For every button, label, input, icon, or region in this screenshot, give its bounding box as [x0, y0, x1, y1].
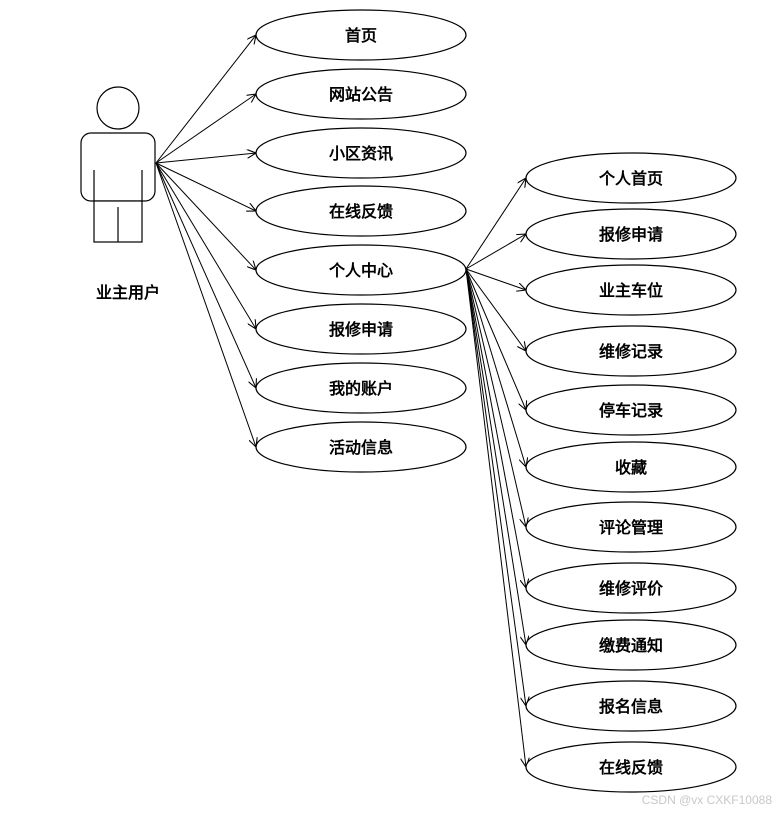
use-case-label: 维修记录 [599, 342, 663, 361]
association-arrow-pc-parking-space [465, 268, 526, 290]
use-case-label: 活动信息 [329, 438, 393, 457]
association-arrow-home [155, 35, 256, 164]
use-case-ellipse [525, 441, 737, 493]
association-arrow-pc-signup-info [465, 268, 526, 706]
use-case-online-feedback: 在线反馈 [255, 185, 467, 237]
association-arrow-community-news [155, 153, 256, 164]
use-case-label: 收藏 [615, 458, 647, 477]
personal-center-use-cases: 个人首页报修申请业主车位维修记录停车记录收藏评论管理维修评价缴费通知报名信息在线… [525, 152, 737, 793]
association-arrow-personal-center [155, 162, 256, 270]
use-case-pc-repair-review: 维修评价 [525, 562, 737, 614]
association-arrow-pc-comment-manage [465, 268, 526, 527]
primary-associations [155, 35, 256, 447]
use-case-label: 维修评价 [599, 579, 664, 598]
actor-body [80, 132, 156, 202]
association-arrow-my-account [155, 162, 256, 388]
association-arrow-pc-repair-apply [465, 234, 526, 270]
use-case-home: 首页 [255, 9, 467, 61]
association-arrow-pc-online-feedback [465, 268, 526, 767]
association-arrow-pc-payment-notice [465, 268, 526, 645]
use-case-pc-repair-record: 维修记录 [525, 325, 737, 377]
use-case-pc-signup-info: 报名信息 [525, 680, 737, 732]
use-case-pc-parking-record: 停车记录 [525, 384, 737, 436]
use-case-ellipse [255, 68, 467, 120]
use-case-label: 报名信息 [599, 697, 663, 716]
use-case-personal-center: 个人中心 [255, 244, 467, 296]
personal-center-associations [465, 178, 526, 767]
use-case-label: 首页 [345, 26, 377, 45]
association-arrow-pc-repair-review [465, 268, 526, 588]
use-case-ellipse [525, 680, 737, 732]
actor-label: 业主用户 [96, 283, 160, 302]
use-case-community-news: 小区资讯 [255, 127, 467, 179]
use-case-label: 我的账户 [329, 379, 393, 398]
use-case-pc-parking-space: 业主车位 [525, 264, 737, 316]
use-case-label: 个人中心 [328, 261, 393, 280]
use-case-label: 小区资讯 [329, 144, 393, 163]
use-case-ellipse [525, 562, 737, 614]
use-case-label: 报修申请 [329, 320, 393, 339]
use-case-ellipse [255, 362, 467, 414]
use-case-pc-home: 个人首页 [525, 152, 737, 204]
use-case-pc-favorites: 收藏 [525, 441, 737, 493]
association-arrow-pc-home [465, 178, 526, 270]
use-case-pc-comment-manage: 评论管理 [525, 501, 737, 553]
use-case-repair-apply: 报修申请 [255, 303, 467, 355]
association-arrow-online-feedback [155, 162, 256, 211]
use-case-label: 报修申请 [599, 225, 663, 244]
association-arrow-activity-info [155, 162, 256, 447]
use-case-ellipse [255, 9, 467, 61]
use-case-label: 评论管理 [599, 518, 663, 537]
use-case-ellipse [525, 741, 737, 793]
association-arrow-pc-repair-record [465, 268, 526, 351]
use-case-activity-info: 活动信息 [255, 421, 467, 473]
association-arrow-notice [155, 94, 256, 164]
use-case-label: 个人首页 [598, 169, 663, 188]
use-case-ellipse [525, 619, 737, 671]
use-case-pc-repair-apply: 报修申请 [525, 208, 737, 260]
use-case-label: 业主车位 [599, 281, 663, 300]
use-case-label: 停车记录 [599, 401, 663, 420]
use-case-notice: 网站公告 [255, 68, 467, 120]
use-case-label: 在线反馈 [599, 758, 663, 777]
use-case-label: 在线反馈 [329, 202, 393, 221]
use-case-label: 缴费通知 [599, 636, 663, 655]
use-case-ellipse [255, 185, 467, 237]
use-case-ellipse [525, 501, 737, 553]
actor-figure [80, 86, 156, 243]
use-case-ellipse [255, 303, 467, 355]
use-case-my-account: 我的账户 [255, 362, 467, 414]
use-case-ellipse [525, 152, 737, 204]
watermark: CSDN @vx CXKF10088 [642, 793, 773, 807]
association-arrow-pc-favorites [465, 268, 526, 467]
use-case-ellipse [525, 325, 737, 377]
use-case-ellipse [255, 244, 467, 296]
use-case-pc-payment-notice: 缴费通知 [525, 619, 737, 671]
use-case-ellipse [525, 264, 737, 316]
use-case-ellipse [525, 384, 737, 436]
use-case-ellipse [255, 127, 467, 179]
use-case-label: 网站公告 [329, 85, 393, 104]
association-arrow-pc-parking-record [465, 268, 526, 410]
use-case-pc-online-feedback: 在线反馈 [525, 741, 737, 793]
use-case-ellipse [525, 208, 737, 260]
actor-head [96, 86, 140, 130]
association-arrow-repair-apply [155, 162, 256, 329]
use-case-ellipse [255, 421, 467, 473]
